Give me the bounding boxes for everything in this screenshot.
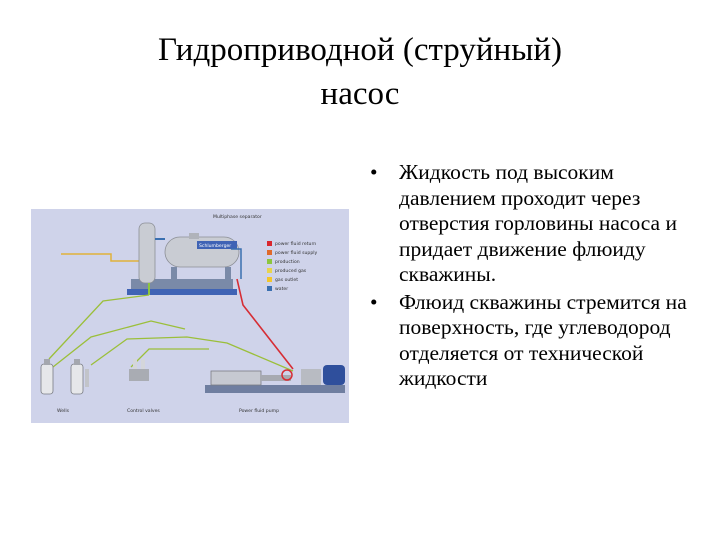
vertical-vessel <box>138 222 156 284</box>
separator-skid: Schlumberger Multiphase separator <box>127 214 262 295</box>
bullet-text: Жидкость под высоким давлением проходит … <box>399 160 677 286</box>
title-line-2: насос <box>320 76 400 112</box>
wellhead <box>40 363 54 395</box>
legend: power fluid return power fluid supply pr… <box>267 241 318 292</box>
power-fluid-pump: Power fluid pump <box>205 365 345 414</box>
wells: Wells <box>40 359 89 414</box>
pump-label: Power fluid pump <box>239 408 279 414</box>
bullet-list: • Жидкость под высоким давлением проходи… <box>368 160 698 394</box>
svg-text:water: water <box>275 286 288 292</box>
motor <box>323 365 345 385</box>
bullet-item: • Флюид скважины стремится на поверхност… <box>368 290 698 392</box>
bullet-marker: • <box>370 160 378 184</box>
wells-label: Wells <box>57 408 70 414</box>
gas-outlet-line <box>61 253 143 262</box>
slide-title: Гидроприводной (струйный) насос <box>0 28 720 116</box>
bullet-marker: • <box>370 289 378 314</box>
title-line-1: Гидроприводной (струйный) <box>157 32 563 68</box>
svg-text:power fluid return: power fluid return <box>275 241 316 247</box>
tank-label: Schlumberger <box>199 243 231 249</box>
svg-text:production: production <box>275 259 300 265</box>
power-fluid-supply-line <box>236 278 294 370</box>
svg-text:produced gas: produced gas <box>275 268 307 274</box>
control-valves: Control valves <box>127 359 160 414</box>
wellhead <box>70 363 84 395</box>
separator-label: Multiphase separator <box>213 214 262 220</box>
bullet-item: • Жидкость под высоким давлением проходи… <box>368 160 698 288</box>
control-valves-label: Control valves <box>127 408 160 414</box>
svg-text:power fluid supply: power fluid supply <box>275 250 318 256</box>
bullet-text: Флюид скважины стремится на поверхность,… <box>399 289 687 391</box>
jet-pump-system-diagram: Schlumberger Multiphase separator power … <box>31 209 349 423</box>
svg-text:gas outlet: gas outlet <box>275 277 298 283</box>
